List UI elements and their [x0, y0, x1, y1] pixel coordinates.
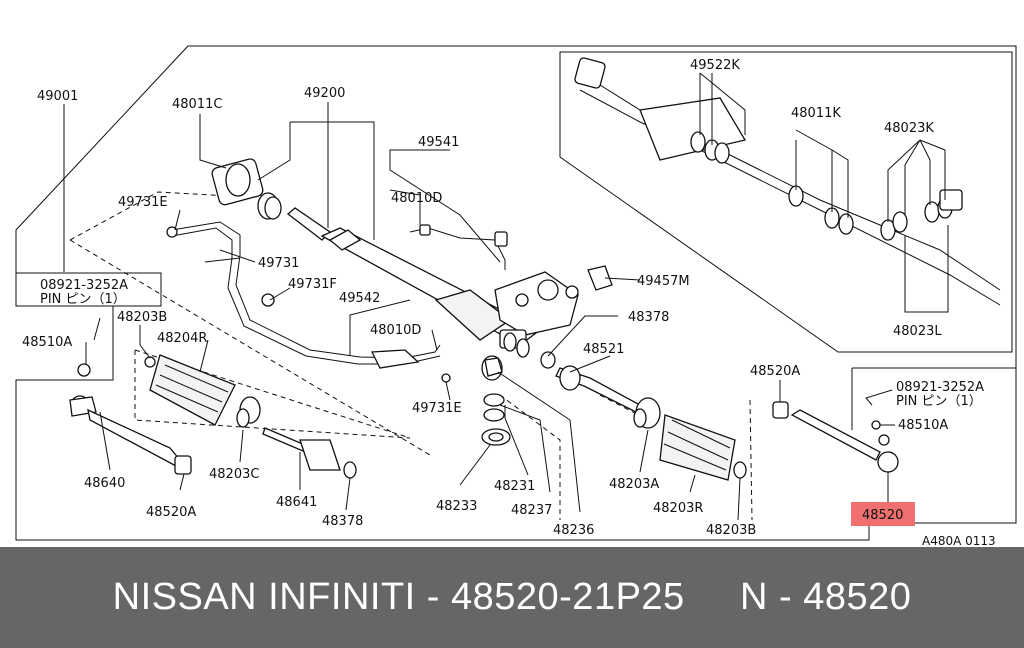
- label-48378-top[interactable]: 48378: [628, 310, 669, 325]
- label-49731f[interactable]: 49731F: [288, 277, 337, 292]
- label-48510a-right[interactable]: 48510A: [898, 418, 948, 433]
- label-49731e-low[interactable]: 49731E: [412, 401, 462, 416]
- label-48203b-right[interactable]: 48203B: [706, 523, 756, 538]
- pin-code-right[interactable]: 08921-3252A: [896, 380, 984, 395]
- left-tie-rod: [69, 354, 357, 479]
- label-48237[interactable]: 48237: [511, 503, 552, 518]
- label-48011c[interactable]: 48011C: [172, 97, 222, 112]
- label-48520a-right[interactable]: 48520A: [750, 364, 800, 379]
- label-49200[interactable]: 49200: [304, 86, 345, 101]
- label-48203c[interactable]: 48203C: [209, 467, 259, 482]
- part-49200-group: [211, 158, 282, 220]
- pin-text-right: PIN ピン（1）: [896, 394, 982, 409]
- target-part-highlight: [851, 502, 915, 526]
- label-48641[interactable]: 48641: [276, 495, 317, 510]
- pin-code-left[interactable]: 08921-3252A: [40, 278, 128, 293]
- label-48203r[interactable]: 48203R: [653, 501, 703, 516]
- part-labels: 49001 48011C 49200 49541 49731E 48010D 4…: [22, 58, 996, 547]
- label-48010d-mid[interactable]: 48010D: [370, 323, 421, 338]
- label-49001[interactable]: 49001: [37, 89, 78, 104]
- rack-housing: [286, 207, 579, 358]
- label-48204r[interactable]: 48204R: [157, 331, 207, 346]
- label-48203b-left[interactable]: 48203B: [117, 310, 167, 325]
- label-48378-low[interactable]: 48378: [322, 514, 363, 529]
- label-48010d-top[interactable]: 48010D: [391, 191, 442, 206]
- pinion-seals: [481, 265, 613, 446]
- frame-lines: [15, 45, 1017, 541]
- label-48023l[interactable]: 48023L: [893, 324, 942, 339]
- label-48011k[interactable]: 48011K: [791, 106, 841, 121]
- label-49541[interactable]: 49541: [418, 135, 459, 150]
- label-49731e-top[interactable]: 49731E: [118, 195, 168, 210]
- label-48231[interactable]: 48231: [494, 479, 535, 494]
- label-49457m[interactable]: 49457M: [637, 274, 690, 289]
- hoses: [166, 221, 508, 383]
- right-tie-rod: [555, 365, 899, 481]
- part-number-banner: NISSAN INFINITI - 48520-21P25 N - 48520: [0, 547, 1024, 648]
- banner-text: NISSAN INFINITI - 48520-21P25 N - 48520: [112, 576, 912, 618]
- label-49522k[interactable]: 49522K: [690, 58, 740, 73]
- label-49731[interactable]: 49731: [258, 256, 299, 271]
- label-48233[interactable]: 48233: [436, 499, 477, 514]
- pin-text-left: PIN ピン（1）: [40, 292, 126, 307]
- label-48203a[interactable]: 48203A: [609, 477, 659, 492]
- label-49542[interactable]: 49542: [339, 291, 380, 306]
- label-48520a-left[interactable]: 48520A: [146, 505, 196, 520]
- label-48640[interactable]: 48640: [84, 476, 125, 491]
- label-48023k[interactable]: 48023K: [884, 121, 934, 136]
- diagram-code: A480A 0113: [922, 534, 996, 547]
- label-48521[interactable]: 48521: [583, 342, 624, 357]
- rack-inset: [574, 57, 1001, 313]
- label-48510a-left[interactable]: 48510A: [22, 335, 72, 350]
- label-48236[interactable]: 48236: [553, 523, 594, 538]
- label-48520-target[interactable]: 48520: [862, 508, 903, 523]
- leader-lines: [63, 102, 895, 521]
- steering-rack-exploded-diagram: 49001 48011C 49200 49541 49731E 48010D 4…: [15, 45, 1017, 547]
